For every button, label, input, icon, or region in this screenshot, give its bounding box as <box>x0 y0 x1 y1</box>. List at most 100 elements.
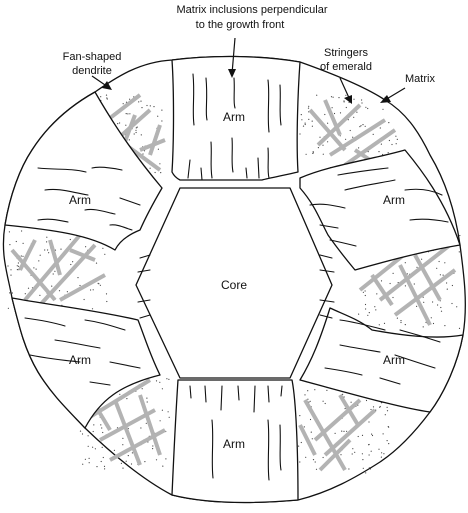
matrix-dot <box>131 452 133 454</box>
matrix-dot <box>386 406 388 408</box>
matrix-dot <box>161 109 163 111</box>
matrix-dot <box>125 460 127 462</box>
matrix-dot <box>105 94 108 96</box>
matrix-dot <box>348 101 350 103</box>
matrix-dot <box>81 433 84 435</box>
matrix-dot <box>372 406 375 408</box>
matrix-dot <box>16 269 18 271</box>
matrix-dot <box>391 143 393 146</box>
matrix-dot <box>140 100 142 102</box>
matrix-dot <box>376 293 378 295</box>
matrix-dot <box>346 430 348 432</box>
matrix-dot <box>364 290 366 292</box>
matrix-dot <box>70 263 72 266</box>
matrix-dot <box>10 269 12 271</box>
arms <box>4 55 464 504</box>
matrix-dot <box>21 230 23 232</box>
matrix-dot <box>310 431 312 433</box>
matrix-dot <box>146 397 148 399</box>
matrix-dot <box>311 120 313 122</box>
matrix-dot <box>39 294 41 296</box>
matrix-dot <box>343 430 345 432</box>
label-arm-upper-right: Arm <box>383 193 405 207</box>
matrix-dot <box>380 280 383 282</box>
matrix-dot <box>362 459 364 461</box>
matrix-dot <box>395 135 397 137</box>
matrix-dot <box>146 401 148 403</box>
matrix-dot <box>52 273 54 275</box>
matrix-dot <box>386 410 389 412</box>
matrix-dot <box>51 285 53 287</box>
matrix-dot <box>149 167 151 169</box>
matrix-dot <box>8 231 10 233</box>
matrix-dot <box>102 431 104 434</box>
matrix-dot <box>106 300 108 303</box>
matrix-dot <box>168 378 170 380</box>
matrix-dot <box>341 430 343 432</box>
matrix-dot <box>360 125 362 127</box>
matrix-dot <box>299 133 301 135</box>
matrix-dot <box>122 437 124 439</box>
matrix-dot <box>127 113 129 115</box>
matrix-dot <box>92 289 94 291</box>
matrix-dot <box>397 282 399 284</box>
matrix-dot <box>24 293 26 295</box>
matrix-dot <box>77 277 79 279</box>
matrix-dot <box>82 463 84 465</box>
matrix-dot <box>371 433 373 435</box>
matrix-dot <box>446 282 448 284</box>
matrix-dot <box>20 255 22 257</box>
matrix-dot <box>459 234 461 237</box>
matrix-dot <box>152 448 154 450</box>
matrix-dot <box>46 236 48 238</box>
matrix-dot <box>340 454 342 456</box>
matrix-dot <box>364 294 366 297</box>
matrix-dot <box>130 463 133 465</box>
matrix-dot <box>442 274 444 276</box>
matrix-dot <box>312 151 314 153</box>
matrix-dot <box>416 305 418 307</box>
matrix-dot <box>365 399 368 402</box>
matrix-dot <box>388 426 390 428</box>
label-core: Core <box>221 278 247 292</box>
matrix-dot <box>135 127 137 129</box>
matrix-dot <box>160 172 162 174</box>
matrix-dot <box>46 241 48 243</box>
matrix-dot <box>141 388 143 390</box>
matrix-dot <box>302 125 305 127</box>
matrix-dot <box>129 98 131 100</box>
matrix-dot <box>135 129 137 131</box>
matrix-dot <box>91 308 94 310</box>
matrix-dot <box>396 138 398 140</box>
matrix-dot <box>334 432 336 434</box>
matrix-dot <box>104 253 106 255</box>
matrix-dot <box>317 147 319 149</box>
annotation-arrows <box>91 37 406 104</box>
matrix-dot <box>421 258 423 260</box>
matrix-dot <box>451 284 453 287</box>
matrix-dot <box>9 244 11 246</box>
matrix-dot <box>349 129 351 132</box>
matrix-dot <box>353 98 355 100</box>
matrix-dot <box>155 459 158 461</box>
matrix-dot <box>343 100 345 102</box>
matrix-dot <box>439 300 441 302</box>
matrix-dot <box>392 296 394 299</box>
label-matrix-inclusions-line1: Matrix inclusions perpendicular <box>176 4 327 16</box>
matrix-dot <box>146 104 148 107</box>
matrix-dot <box>60 248 62 250</box>
matrix-dot <box>382 153 384 156</box>
matrix-dot <box>389 282 391 285</box>
matrix-dot <box>140 427 142 429</box>
matrix-dot <box>308 118 310 120</box>
label-matrix: Matrix <box>405 73 435 85</box>
matrix-dot <box>140 134 142 136</box>
matrix-dot <box>143 150 146 152</box>
matrix-dot <box>88 457 90 459</box>
matrix-dot <box>38 260 40 262</box>
matrix-dot <box>102 456 104 459</box>
matrix-dot <box>348 468 350 470</box>
matrix-dot <box>422 296 424 298</box>
matrix-dot <box>458 251 460 253</box>
matrix-dot <box>384 414 386 416</box>
